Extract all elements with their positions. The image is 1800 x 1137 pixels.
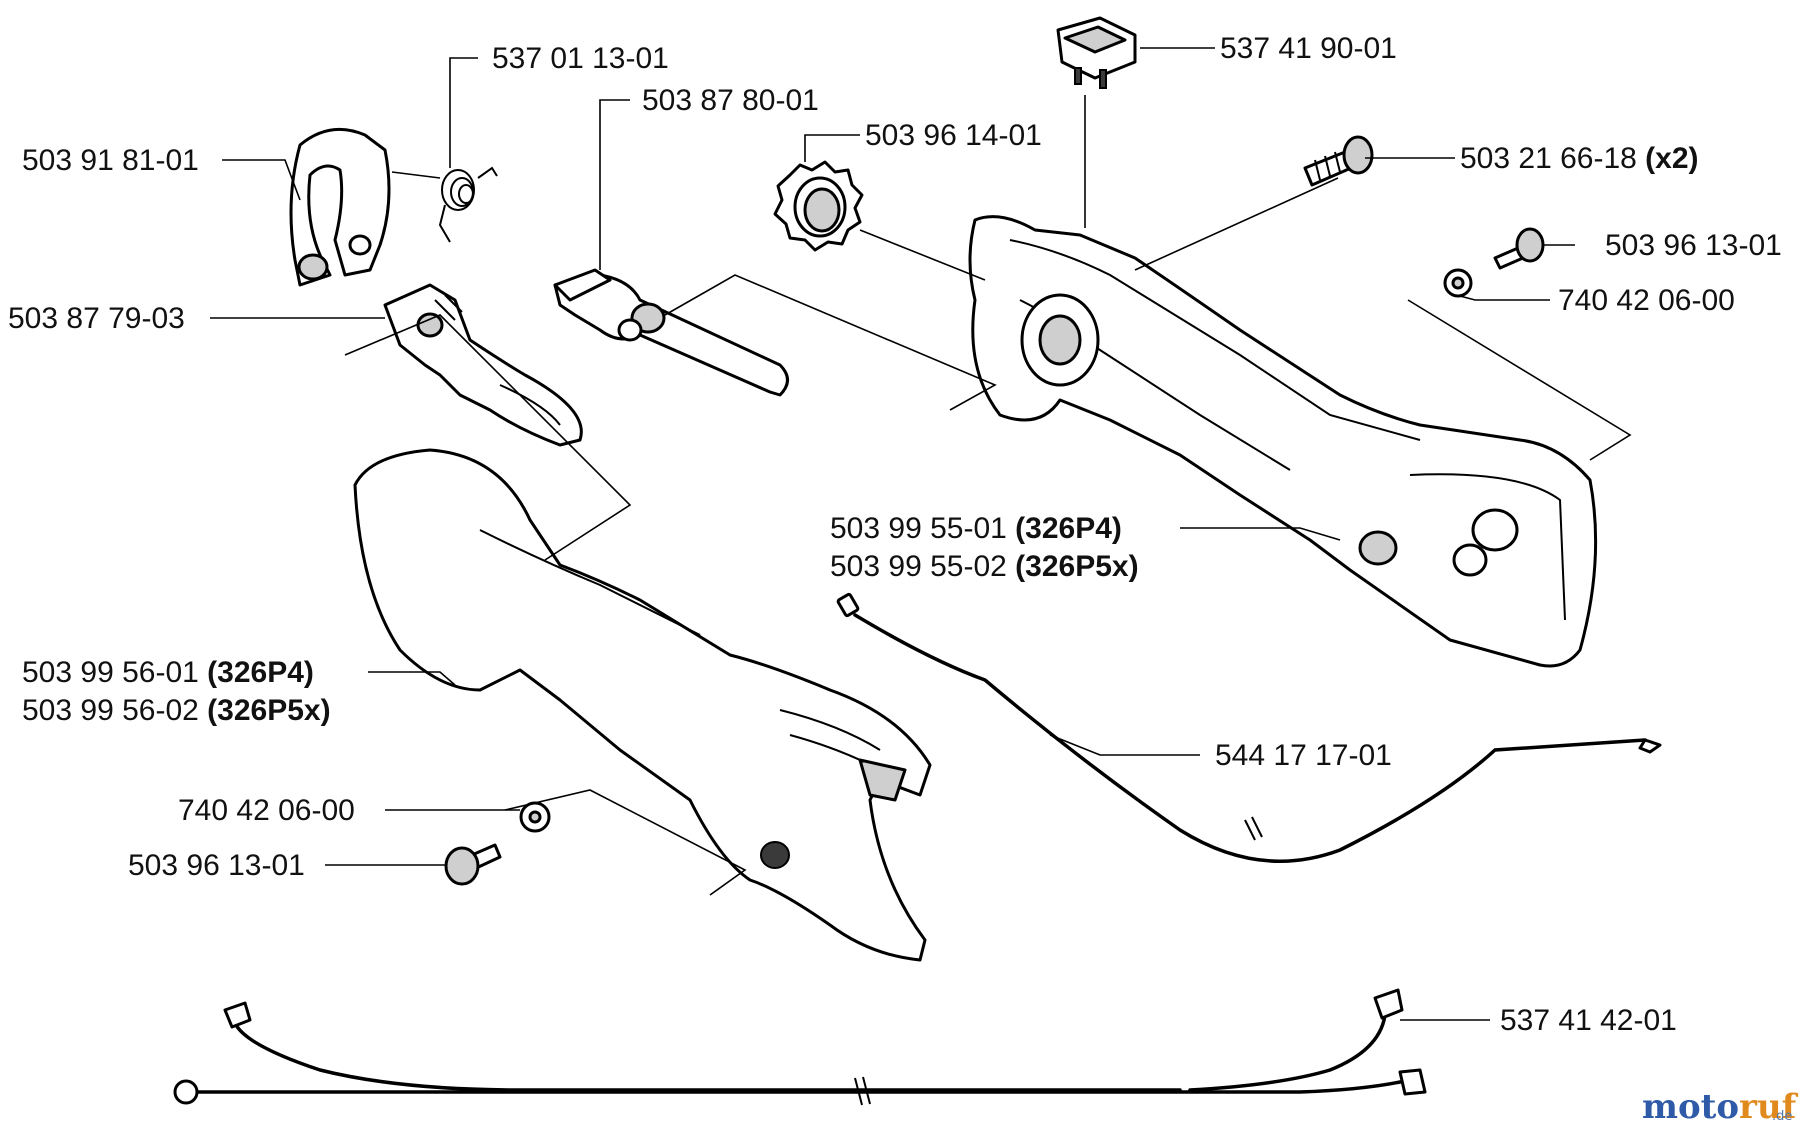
trigger-part [383, 283, 583, 447]
throttle-cable-part [836, 592, 1662, 863]
lower-handle-housing-part [353, 448, 932, 962]
screw-part-left [444, 843, 502, 886]
spring-part [438, 166, 498, 243]
part-label-p5: 503 96 14-01 [865, 119, 1042, 152]
throttle-lever-part [553, 268, 789, 397]
damper-ring-part [773, 160, 864, 252]
washer-part-left [519, 801, 551, 833]
part-label-p14: 544 17 17-01 [1215, 739, 1392, 772]
upper-handle-housing-part [968, 215, 1598, 668]
part-label-p13: 503 99 56-02 (326P5x) [22, 694, 331, 727]
part-label-p10: 503 99 55-01 (326P4) [830, 512, 1122, 545]
part-label-p12: 503 99 56-01 (326P4) [22, 656, 314, 689]
wiring-harness-part [173, 988, 1427, 1106]
part-label-p3: 503 91 81-01 [22, 144, 199, 177]
screw-part-right [1493, 227, 1545, 270]
washer-part-right [1443, 268, 1473, 298]
leader-lines [210, 47, 1632, 1021]
part-labels: 537 01 13-01 503 87 80-01 503 91 81-01 5… [8, 32, 1782, 1037]
part-label-p15: 740 42 06-00 [178, 794, 355, 827]
part-label-p16: 503 96 13-01 [128, 849, 305, 882]
throttle-bracket-part [289, 127, 391, 287]
part-label-p1: 537 01 13-01 [492, 42, 669, 75]
part-label-p17: 537 41 42-01 [1500, 1004, 1677, 1037]
part-label-p7: 503 21 66-18 (x2) [1460, 142, 1699, 175]
part-label-p8: 503 96 13-01 [1605, 229, 1782, 262]
part-label-p4: 503 87 79-03 [8, 302, 185, 335]
part-label-p2: 503 87 80-01 [642, 84, 819, 117]
svg-text:motoruf: motoruf [1642, 1087, 1799, 1127]
part-label-p11: 503 99 55-02 (326P5x) [830, 550, 1139, 583]
part-label-p9: 740 42 06-00 [1558, 284, 1735, 317]
part-label-p6: 537 41 90-01 [1220, 32, 1397, 65]
watermark-logo: motoruf .de [1642, 1087, 1799, 1127]
svg-text:.de: .de [1772, 1109, 1792, 1124]
screw-part-upper [1303, 135, 1374, 187]
stop-switch-part [1056, 16, 1137, 89]
